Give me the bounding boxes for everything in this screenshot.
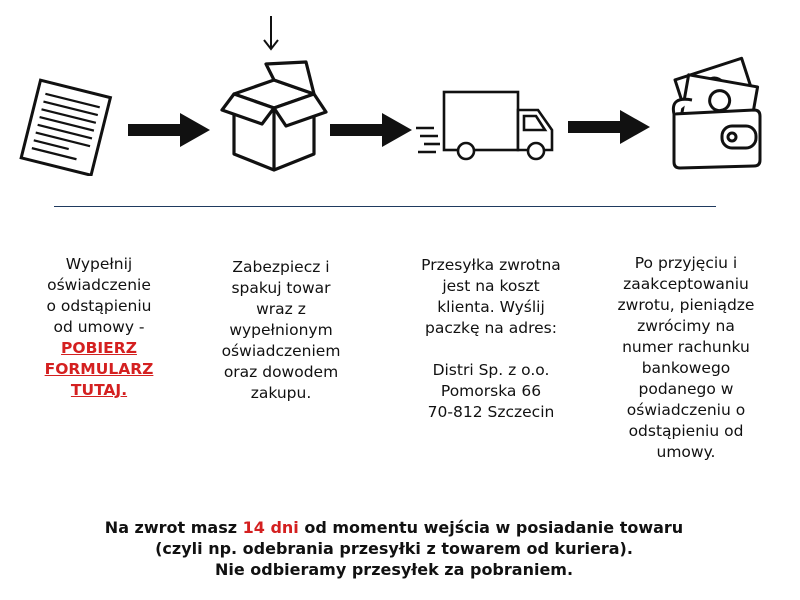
address-line: 70-812 Szczecin [427, 403, 555, 421]
step-text-line: oświadczeniu o [626, 401, 746, 419]
step-text-line: Wypełnij [65, 255, 133, 273]
step-text-line: wraz z [256, 300, 306, 318]
step-text-line: Przesyłka zwrotna [421, 256, 561, 274]
footer-line-3: Nie odbieramy przesyłek za pobraniem. [214, 560, 574, 579]
link-line[interactable]: TUTAJ. [70, 381, 128, 399]
step-text-line: spakuj towar [231, 279, 331, 297]
address-line: Pomorska 66 [440, 382, 542, 400]
link-line[interactable]: POBIERZ [61, 339, 137, 357]
step-text-line: zwrotu, pieniądze [617, 296, 755, 314]
arrow-right-icon [330, 113, 412, 147]
footer-text: Na zwrot masz [104, 518, 243, 537]
step-text-line: paczkę na adres: [425, 319, 557, 337]
step-4-text: Po przyjęciu i zaakceptowaniu zwrotu, pi… [596, 253, 776, 463]
footer-line-1: Na zwrot masz 14 dni od momentu wejścia … [0, 517, 788, 538]
step-2-text: Zabezpiecz i spakuj towar wraz z wypełni… [200, 257, 362, 404]
step-text-line: Zabezpiecz i [232, 258, 330, 276]
step-text-line: odstąpieniu od [628, 422, 744, 440]
delivery-truck-icon [416, 90, 554, 161]
return-days-highlight: 14 dni [242, 518, 299, 537]
download-form-link[interactable]: POBIERZ FORMULARZ TUTAJ. [22, 338, 176, 401]
step-text-line: bankowego [641, 359, 731, 377]
step-text-line: jest na koszt [442, 277, 540, 295]
step-text-line: oświadczeniem [221, 342, 341, 360]
step-text-line: zakupu. [250, 384, 312, 402]
return-policy-footer: Na zwrot masz 14 dni od momentu wejścia … [0, 517, 788, 580]
link-line[interactable]: FORMULARZ [44, 360, 154, 378]
step-text-line: umowy. [656, 443, 716, 461]
document-icon [19, 78, 113, 176]
footer-line-2: (czyli np. odebrania przesyłki z towarem… [155, 539, 633, 558]
spacer [396, 339, 586, 360]
step-3-text: Przesyłka zwrotna jest na koszt klienta.… [396, 255, 586, 423]
step-text-line: zwrócimy na [637, 317, 735, 335]
step-text-line: numer rachunku [622, 338, 750, 356]
step-text-line: oraz dowodem [223, 363, 339, 381]
arrow-down-icon [263, 16, 279, 51]
step-text-line: klienta. Wyślij [437, 298, 545, 316]
step-text-line: Po przyjęciu i [634, 254, 738, 272]
open-box-icon [220, 60, 328, 172]
divider-line [54, 206, 716, 207]
wallet-money-icon [671, 56, 762, 170]
address-line: Distri Sp. z o.o. [432, 361, 550, 379]
step-1-text: Wypełnij oświadczenie o odstąpieniu od u… [22, 254, 176, 401]
step-text-line: wypełnionym [229, 321, 333, 339]
arrow-right-icon [568, 110, 650, 144]
arrow-right-icon [128, 113, 210, 147]
step-text-line: od umowy - [53, 318, 145, 336]
step-text-line: oświadczenie [47, 276, 151, 294]
step-text-line: o odstąpieniu [46, 297, 152, 315]
footer-text: od momentu wejścia w posiadanie towaru [298, 518, 684, 537]
step-text-line: podanego w [638, 380, 734, 398]
step-text-line: zaakceptowaniu [623, 275, 749, 293]
